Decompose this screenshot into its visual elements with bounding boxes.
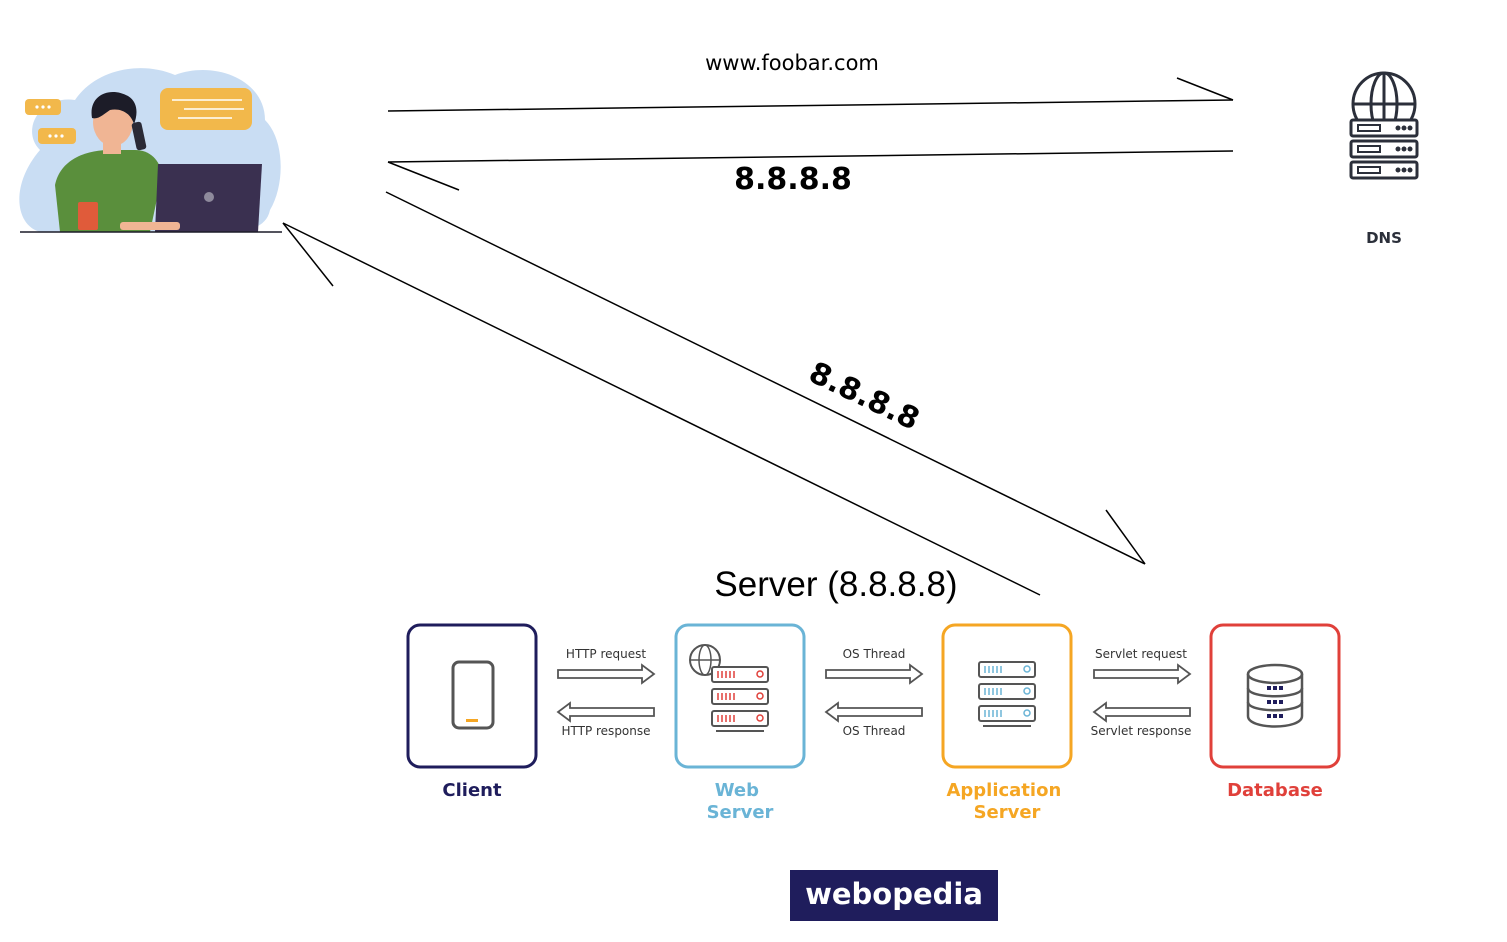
http-response-arrow [556,701,655,723]
os-thread-back-arrow [824,701,923,723]
server-request-ip-label: 8.8.8.8 [803,355,924,437]
servlet-request-label: Servlet request [1095,647,1187,661]
application-server-icon [978,661,1036,727]
arrow-dns-reply [387,150,1234,191]
servlet-response-label: Servlet response [1091,724,1192,738]
http-request-arrow [557,663,656,685]
phone-icon [451,660,495,730]
servlet-response-arrow [1092,701,1191,723]
arrows [282,77,1234,596]
web-server-label: Web Server [707,780,774,823]
client-box [406,623,538,769]
arrow-request-to-dns [387,77,1234,112]
dns-server-icon [1349,71,1419,180]
request-domain-label: www.foobar.com [705,51,879,75]
server-title: Server (8.8.8.8) [714,565,957,604]
os-thread-forward-arrow [825,663,924,685]
database-label: Database [1227,780,1323,801]
http-request-label: HTTP request [566,647,646,661]
user-illustration [19,68,282,233]
link-arrows [556,663,1192,723]
arrow-server-response [282,222,1041,596]
dns-label: DNS [1366,229,1402,247]
os-thread-back-label: OS Thread [843,724,906,738]
database-icon [1246,663,1304,728]
webopedia-logo: webopedia [790,870,998,921]
client-label: Client [442,780,502,801]
web-server-icon [689,644,769,732]
servlet-request-arrow [1093,663,1192,685]
chat-bubble-icon [25,88,252,144]
os-thread-forward-label: OS Thread [843,647,906,661]
application-server-label: Application Server [946,780,1067,823]
arrow-request-to-server [385,191,1146,565]
webopedia-logo-text: webopedia [805,877,983,911]
http-response-label: HTTP response [561,724,650,738]
dns-reply-ip-label: 8.8.8.8 [734,162,852,197]
